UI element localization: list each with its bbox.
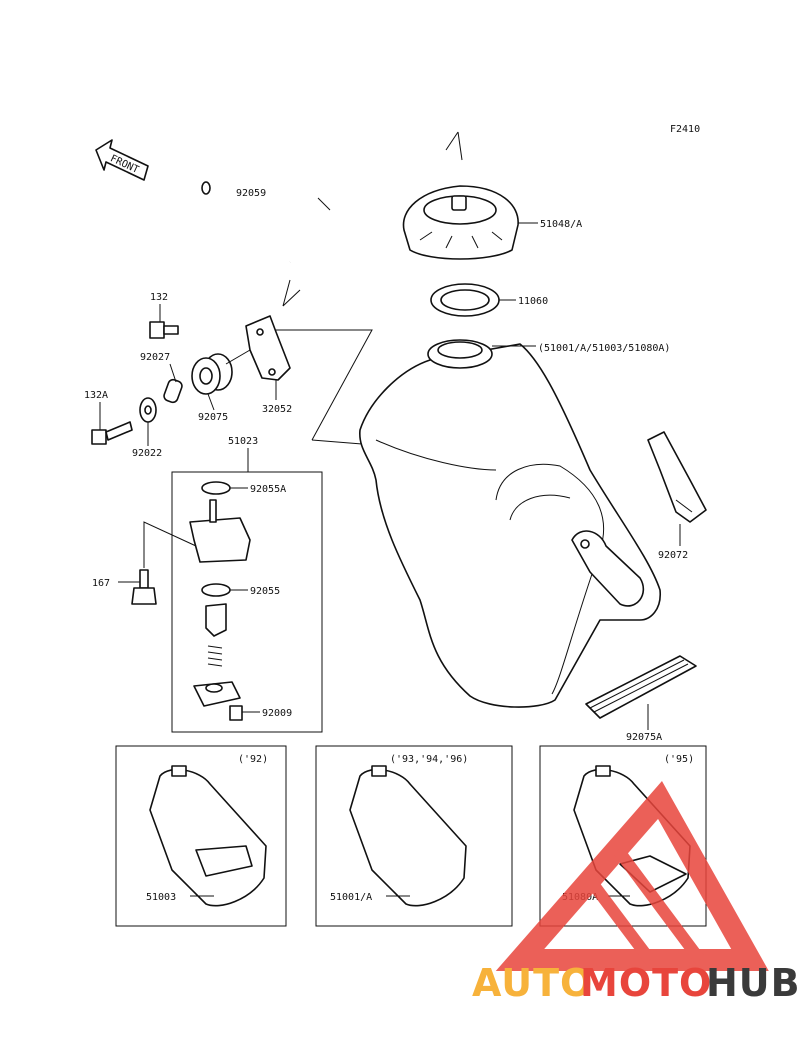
label-gasket: 11060 — [518, 296, 548, 307]
washer — [139, 397, 157, 423]
cap-gasket — [430, 283, 500, 317]
fuel-cock-assembly-box — [171, 471, 323, 733]
label-bolt-167: 167 — [92, 578, 110, 589]
label-fuel-cock: 51023 — [228, 436, 258, 447]
front-arrow-icon: FRONT — [95, 139, 149, 181]
automotohub-logo — [495, 781, 769, 971]
figure-code: F2410 — [670, 124, 700, 135]
fuel-cock-parts — [189, 481, 251, 721]
variant-93-94-96: ('93,'94,'96) 51001/A — [315, 745, 513, 927]
label-cap: 51048/A — [540, 219, 582, 230]
label-bracket: 32052 — [262, 404, 292, 415]
variant-93-part: 51001/A — [330, 892, 372, 903]
label-washer: 92022 — [132, 448, 162, 459]
variant-95-years: ('95) — [664, 754, 694, 765]
label-pad: 92075A — [626, 732, 662, 743]
tank-pad — [585, 655, 697, 719]
variant-93-years: ('93,'94,'96) — [390, 754, 468, 765]
label-bolt-132: 132 — [150, 292, 168, 303]
fuel-cap — [402, 185, 519, 260]
label-bolt-132a: 132A — [84, 390, 108, 401]
tank-bracket — [245, 315, 291, 381]
rubber-damper — [191, 349, 251, 395]
variant-92-part: 51003 — [146, 892, 176, 903]
label-tank: (51001/A/51003/51080A) — [538, 343, 670, 354]
label-damper: 92075 — [198, 412, 228, 423]
bolt-167 — [131, 569, 157, 605]
fuel-tank — [359, 339, 661, 708]
collar — [163, 378, 183, 404]
watermark-auto: AUTO — [472, 961, 593, 1005]
label-hose: 92059 — [236, 188, 266, 199]
bolt-132a — [91, 421, 133, 445]
watermark-hub: HUB — [706, 961, 800, 1005]
label-band: 92072 — [658, 550, 688, 561]
label-screw: 92009 — [262, 708, 292, 719]
label-oring-a: 92055A — [250, 484, 286, 495]
watermark-moto: MOTO — [580, 961, 712, 1005]
variant-92-years: ('92) — [238, 754, 268, 765]
variant-92: ('92) 51003 — [115, 745, 287, 927]
fuel-breather-hose — [201, 142, 367, 265]
label-collar: 92027 — [140, 352, 170, 363]
bolt-132 — [149, 321, 179, 339]
rubber-band — [647, 431, 707, 523]
label-oring: 92055 — [250, 586, 280, 597]
